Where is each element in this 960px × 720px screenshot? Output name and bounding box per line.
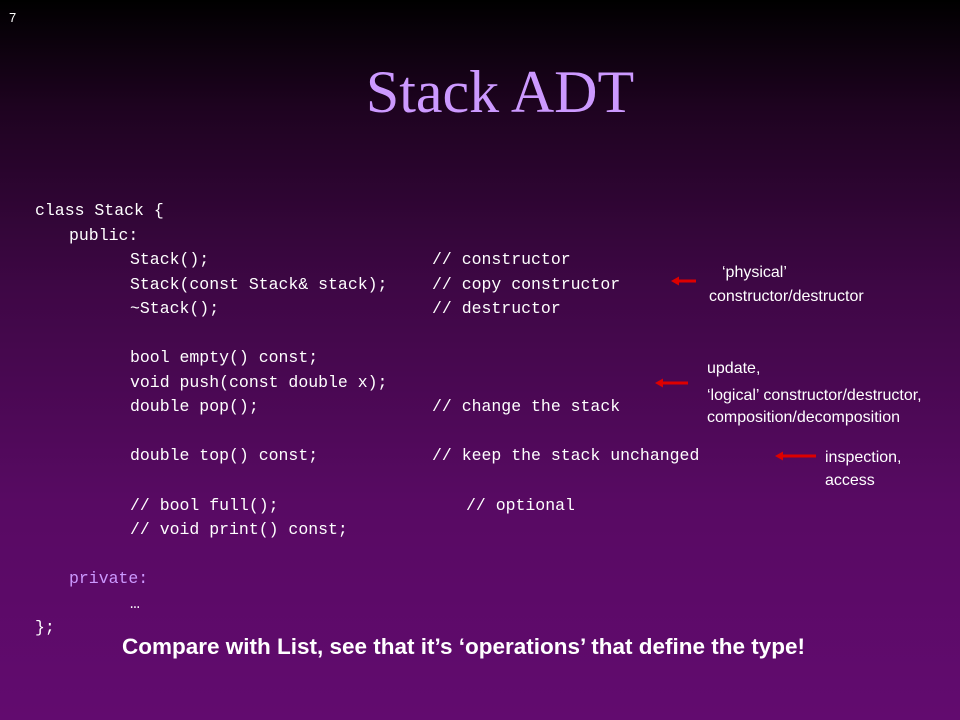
code-comment-top: // keep the stack unchanged [432, 446, 700, 465]
code-comment-pop: // change the stack [432, 397, 621, 416]
code-line-private: private: [69, 569, 149, 588]
annotation-physical-label: ‘physical’ [722, 264, 787, 281]
annotation-update-label: update, [707, 360, 761, 377]
code-line-push: void push(const double x); [130, 373, 388, 392]
arrow-left-icon [775, 451, 816, 461]
annotation-physical-detail: constructor/destructor [709, 288, 864, 305]
code-line-empty: bool empty() const; [130, 348, 319, 367]
annotation-inspection-label: inspection, [825, 449, 902, 466]
code-comment-destructor: // destructor [432, 299, 561, 318]
code-line-close: }; [35, 618, 55, 637]
code-line-copy-constructor: Stack(const Stack& stack); [130, 275, 388, 294]
annotation-composition-label: composition/decomposition [707, 409, 900, 426]
arrow-left-icon [655, 378, 688, 388]
footer-message: Compare with List, see that it’s ‘operat… [122, 634, 806, 659]
code-line-destructor: ~Stack(); [130, 299, 220, 318]
code-line-public: public: [69, 226, 139, 245]
annotation-logical-label: ‘logical’ constructor/destructor, [707, 387, 922, 404]
slide-title: Stack ADT [365, 59, 635, 125]
annotation-access-label: access [825, 472, 875, 489]
code-line-class: class Stack { [35, 201, 164, 220]
slide-number: 7 [9, 10, 17, 25]
code-comment-optional: // optional [466, 496, 575, 515]
code-line-top: double top() const; [130, 446, 319, 465]
code-line-print: // void print() const; [130, 520, 348, 539]
code-line-pop: double pop(); [130, 397, 259, 416]
code-comment-copy-constructor: // copy constructor [432, 275, 621, 294]
code-line-ellipsis: … [130, 594, 140, 613]
code-line-constructor: Stack(); [130, 250, 210, 269]
code-comment-constructor: // constructor [432, 250, 571, 269]
code-line-full: // bool full(); [130, 496, 279, 515]
arrow-left-icon [671, 276, 696, 286]
